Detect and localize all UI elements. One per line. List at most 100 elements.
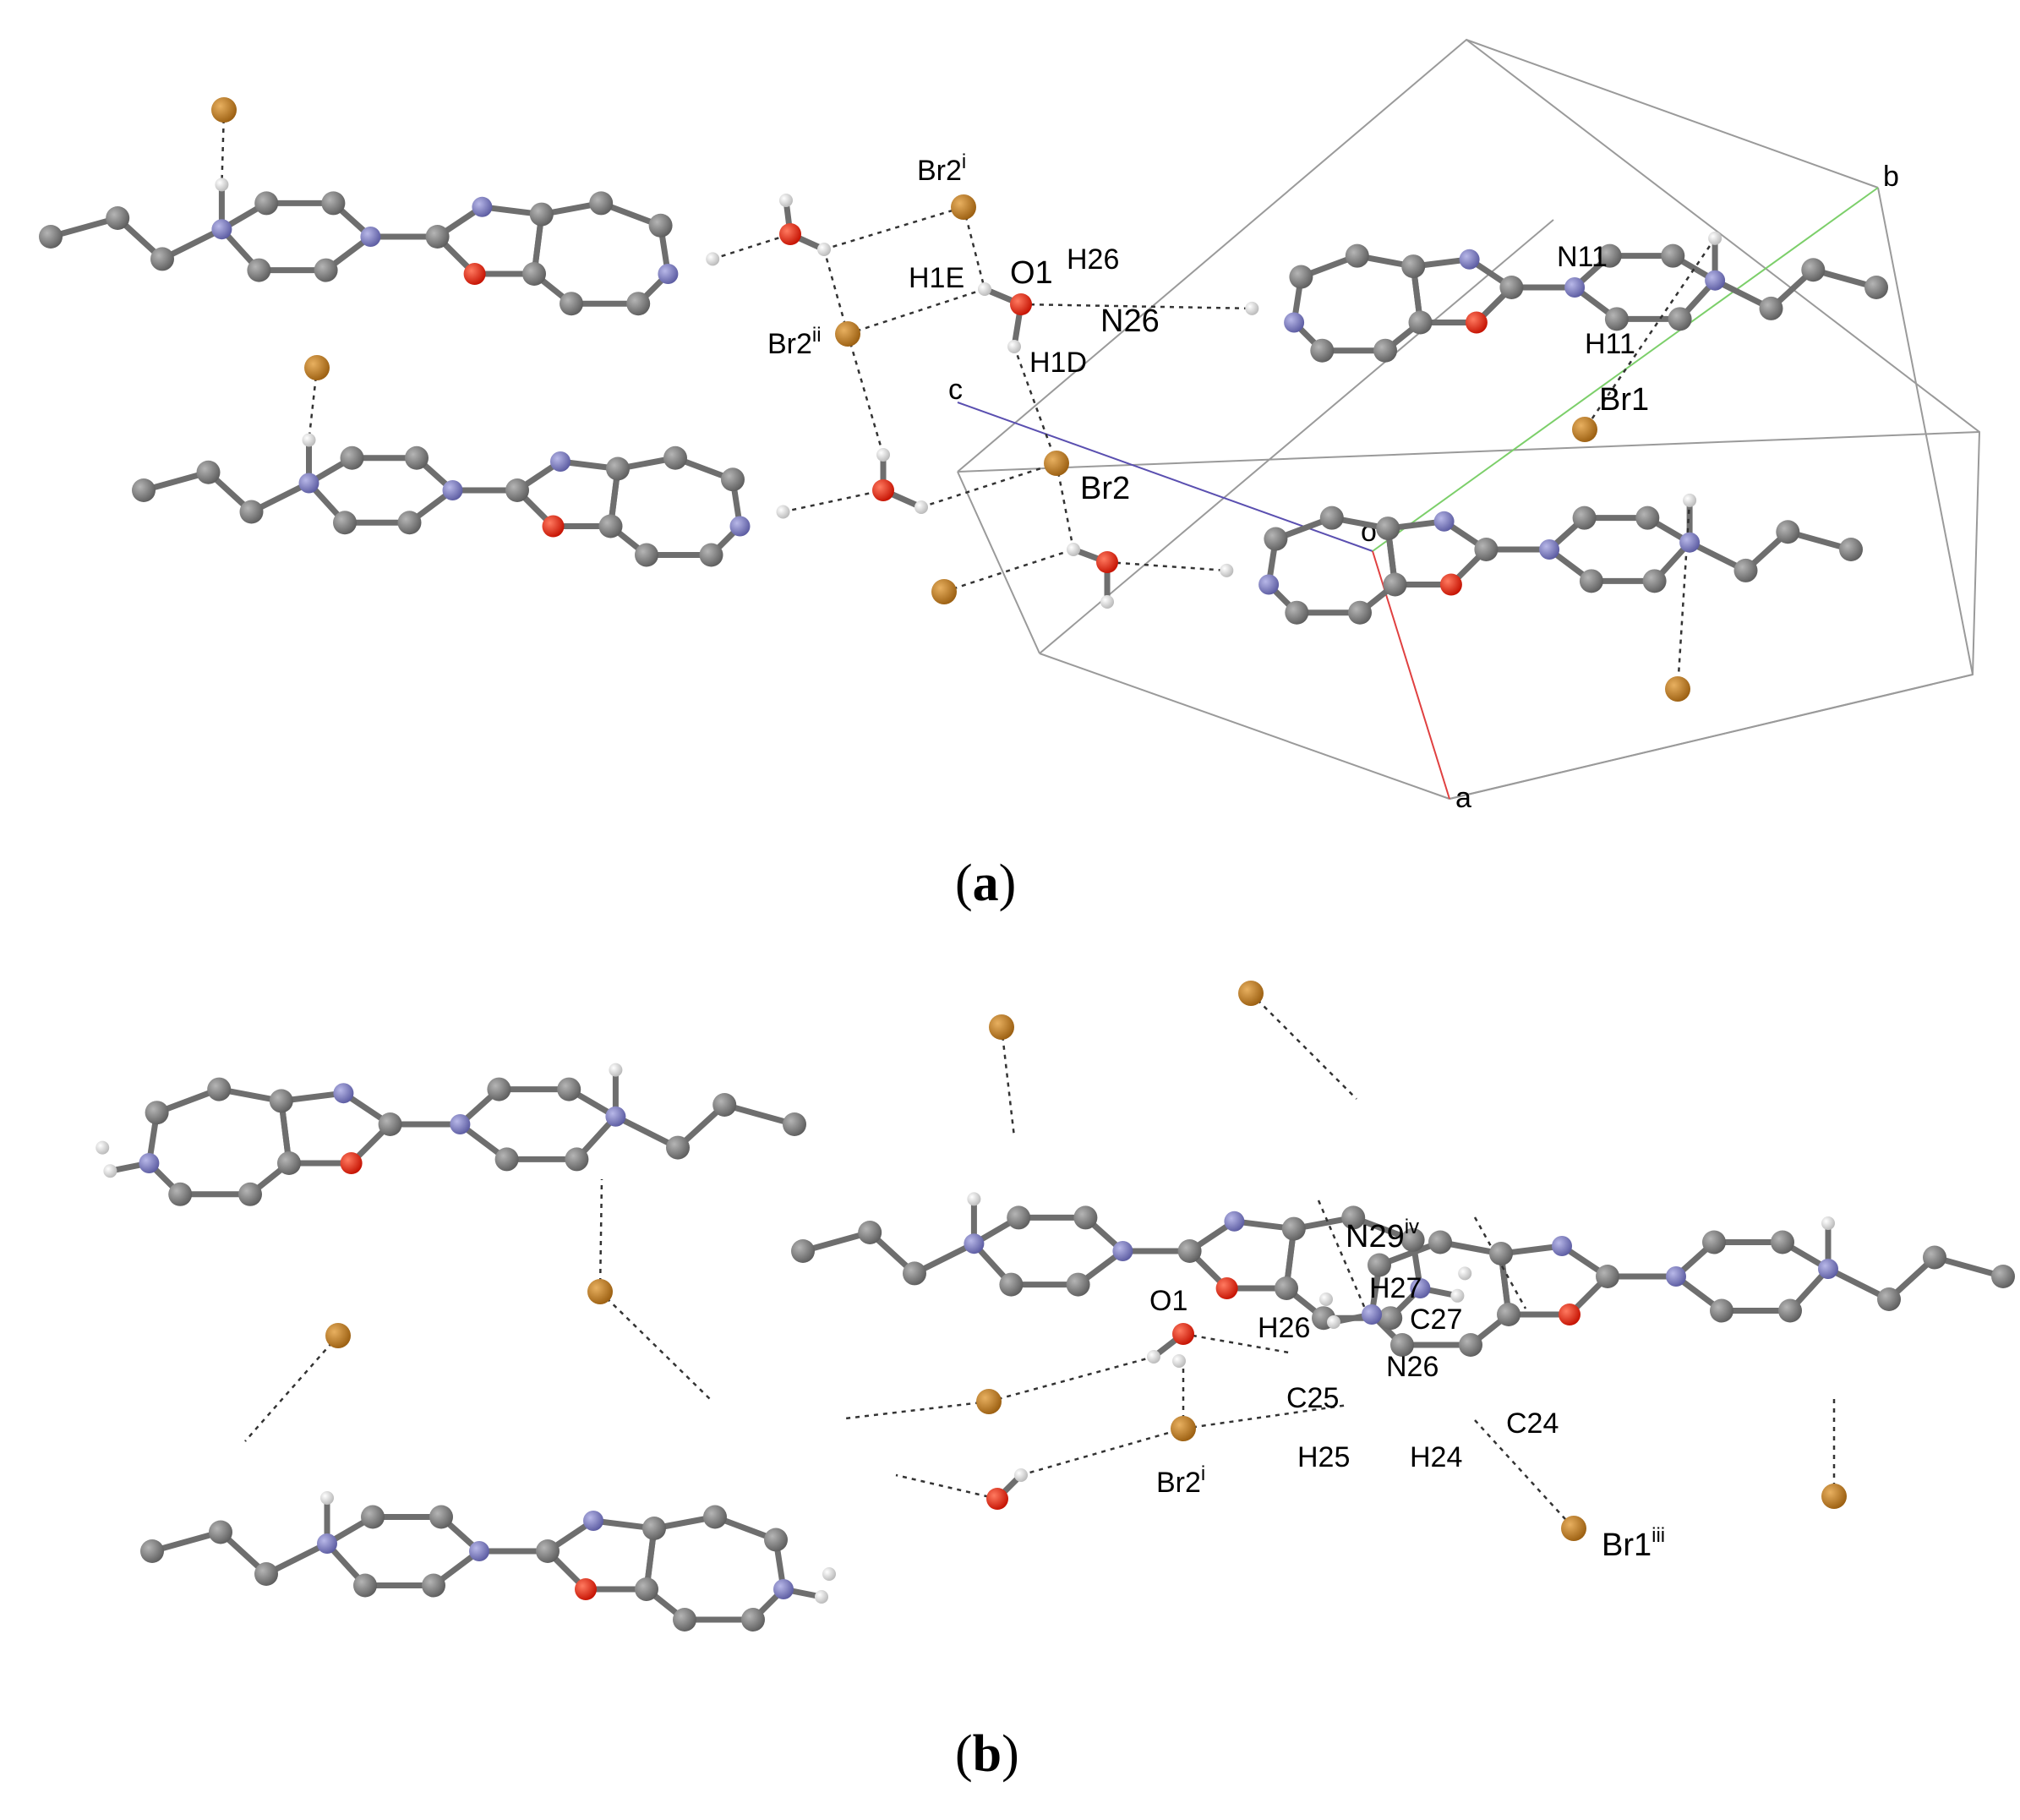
- carbon-atom: [333, 511, 357, 535]
- carbon-atom: [560, 292, 583, 316]
- oxygen-atom: [1215, 1277, 1238, 1299]
- carbon-atom: [648, 213, 673, 238]
- nitrogen-atom: [442, 480, 463, 500]
- label-br2-a: Br2: [1080, 471, 1130, 506]
- carbon-atom: [361, 1505, 385, 1529]
- hydrogen-bond-contact: [1000, 1026, 1016, 1138]
- carbon-atom: [494, 1147, 519, 1172]
- carbon-atom: [626, 292, 651, 316]
- carbon-atom: [721, 467, 745, 492]
- atoms: [39, 97, 2015, 1631]
- oxygen-atom: [986, 1488, 1008, 1510]
- carbon-atom: [1635, 506, 1660, 530]
- nitrogen-atom: [139, 1153, 160, 1173]
- label-h1e-a: H1E: [909, 262, 964, 294]
- hydrogen-atom: [1683, 493, 1697, 507]
- carbon-atom: [783, 1112, 806, 1136]
- carbon-atom: [1007, 1205, 1031, 1230]
- nitrogen-atom: [1433, 511, 1455, 532]
- hydrogen-bond-contact: [1583, 238, 1717, 430]
- carbon-atom: [1778, 1298, 1802, 1323]
- oxygen-atom: [872, 479, 894, 501]
- carbon-atom: [1281, 1216, 1306, 1241]
- hydrogen-atom: [1014, 1468, 1028, 1482]
- oxygen-atom: [1439, 573, 1462, 596]
- bromine-atom: [835, 321, 860, 347]
- nitrogen-atom: [1362, 1304, 1382, 1325]
- bromine-atom: [1572, 417, 1597, 442]
- carbon-atom: [505, 478, 529, 502]
- nitrogen-atom: [360, 227, 381, 247]
- carbon-atom: [145, 1101, 169, 1125]
- label-br1iii-b: Br1iii: [1602, 1524, 1665, 1563]
- carbon-atom: [666, 1135, 690, 1160]
- hydrogen-atom: [1821, 1216, 1835, 1230]
- hydrogen-bond-contact: [1250, 992, 1357, 1100]
- carbon-atom: [1345, 243, 1369, 268]
- oxygen-atom: [1172, 1323, 1194, 1345]
- hydrogen-atom: [876, 448, 890, 462]
- oxygen-atom: [1465, 311, 1488, 334]
- carbon-atom: [589, 191, 614, 216]
- carbon-atom: [741, 1608, 765, 1631]
- hydrogen-bond-contact: [1106, 560, 1227, 572]
- hydrogen-atom: [914, 500, 928, 514]
- hydrogen-atom: [302, 433, 316, 447]
- carbon-atom: [1864, 276, 1888, 299]
- hydrogen-bond-contact: [962, 206, 986, 290]
- hydrogen-bond-contact: [599, 1291, 711, 1400]
- nitrogen-atom: [211, 219, 232, 240]
- hydrogen-bond-contact: [1020, 1427, 1184, 1477]
- hydrogen-atom: [1319, 1293, 1333, 1306]
- oxygen-atom: [575, 1578, 597, 1600]
- nitrogen-atom: [450, 1114, 471, 1134]
- nitrogen-atom: [1284, 312, 1305, 333]
- label-br2i-b: Br2i: [1156, 1462, 1205, 1499]
- carbon-atom: [1776, 520, 1800, 544]
- nitrogen-atom: [658, 264, 679, 284]
- hydrogen-atom: [1147, 1350, 1160, 1364]
- caption-a: (a): [955, 855, 1016, 912]
- carbon-atom: [1497, 1303, 1520, 1326]
- carbon-atom: [1661, 243, 1685, 268]
- carbon-atom: [425, 225, 450, 249]
- oxygen-atom: [463, 263, 486, 285]
- hydrogen-atom: [817, 243, 831, 256]
- carbon-atom: [1991, 1265, 2015, 1288]
- hydrogen-bond-contact: [1055, 462, 1075, 550]
- hydrogen-atom: [978, 282, 991, 296]
- carbon-atom: [254, 1562, 278, 1586]
- carbon-atom: [247, 258, 271, 282]
- hydrogen-bond-contact: [712, 232, 791, 260]
- carbon-atom: [1348, 600, 1372, 625]
- carbon-atom: [277, 1151, 301, 1175]
- hydrogen-atom: [1245, 301, 1259, 315]
- carbon-atom: [1839, 538, 1863, 561]
- carbon-atom: [1459, 1333, 1482, 1357]
- hydrogen-atom: [609, 1063, 623, 1077]
- carbon-atom: [1073, 1205, 1098, 1230]
- covalent-bond: [149, 1529, 224, 1555]
- oxygen-atom: [340, 1152, 363, 1174]
- carbon-atom: [565, 1147, 589, 1172]
- carbon-atom: [1177, 1239, 1202, 1263]
- carbon-atom: [1373, 338, 1397, 363]
- carbon-atom: [269, 1089, 293, 1113]
- carbon-atom: [529, 202, 554, 227]
- carbon-atom: [1289, 265, 1313, 289]
- carbon-atom: [703, 1505, 727, 1529]
- carbon-atom: [1319, 506, 1344, 530]
- hydrogen-atom: [103, 1164, 117, 1178]
- nitrogen-atom: [472, 196, 493, 217]
- label-br1-a: Br1: [1599, 382, 1649, 418]
- covalent-bond: [721, 1101, 798, 1128]
- oxygen-atom: [779, 223, 801, 245]
- nitrogen-atom: [1459, 249, 1480, 270]
- carbon-atom: [254, 191, 279, 216]
- bromine-atom: [1665, 676, 1690, 702]
- label-c24-b: C24: [1506, 1407, 1559, 1440]
- hydrogen-atom: [215, 178, 229, 192]
- hydrogen-bond-contact: [1473, 1216, 1527, 1309]
- carbon-atom: [903, 1261, 926, 1286]
